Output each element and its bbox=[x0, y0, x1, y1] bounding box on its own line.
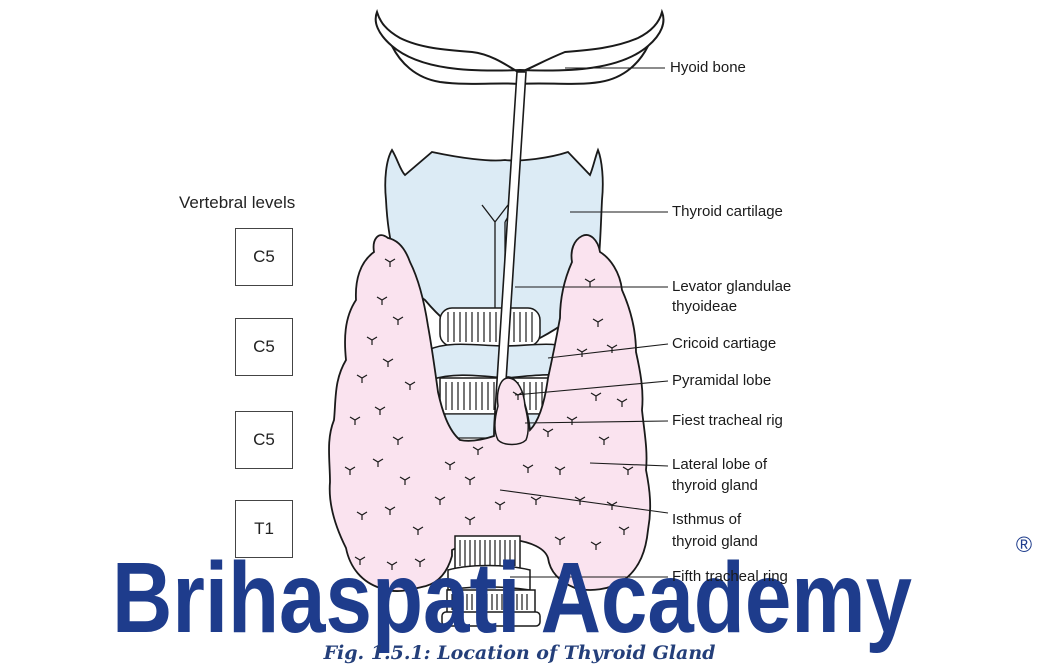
label-pyramidal-lobe: Pyramidal lobe bbox=[672, 371, 771, 390]
vertebral-level-box: T1 bbox=[235, 500, 293, 558]
label-isthmus-2: thyroid gland bbox=[672, 532, 758, 551]
figure-caption: Fig. 1.5.1: Location of Thyroid Gland bbox=[0, 642, 1039, 664]
label-first-tracheal: Fiest tracheal rig bbox=[672, 411, 783, 430]
label-hyoid-bone: Hyoid bone bbox=[670, 58, 746, 77]
vertebral-levels-title: Vertebral levels bbox=[179, 193, 295, 213]
label-cricoid: Cricoid cartiage bbox=[672, 334, 776, 353]
label-levator-2: thyoideae bbox=[672, 297, 737, 316]
label-lateral-1: Lateral lobe of bbox=[672, 455, 767, 474]
label-thyroid-cartilage: Thyroid cartilage bbox=[672, 202, 783, 221]
vertebral-level-box: C5 bbox=[235, 228, 293, 286]
label-lateral-2: thyroid gland bbox=[672, 476, 758, 495]
hyoid-bone bbox=[376, 12, 664, 72]
label-levator-1: Levator glandulae bbox=[672, 277, 791, 296]
label-isthmus-1: Isthmus of bbox=[672, 510, 741, 529]
vertebral-level-box: C5 bbox=[235, 318, 293, 376]
upper-trachea bbox=[440, 308, 540, 346]
watermark-text: Brihaspati Academy bbox=[112, 542, 912, 654]
label-fifth-tracheal: Fifth tracheal ring bbox=[672, 567, 788, 586]
vertebral-level-box: C5 bbox=[235, 411, 293, 469]
registered-mark: ® bbox=[1016, 532, 1032, 557]
